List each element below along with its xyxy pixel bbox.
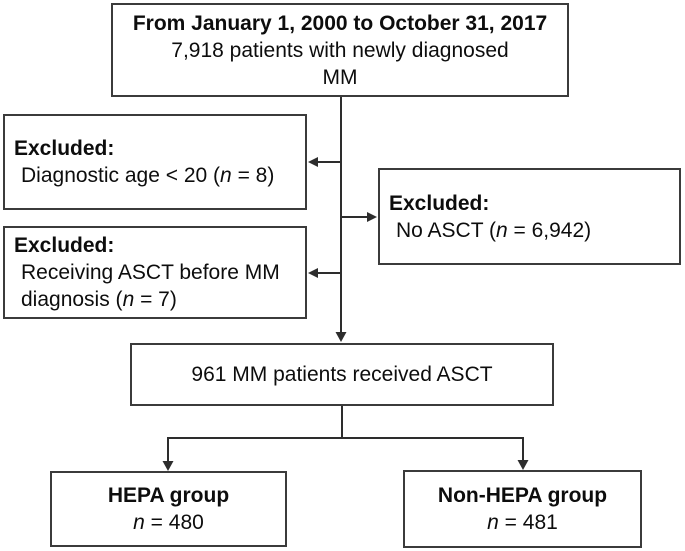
- excluded-prior-prefix: Receiving ASCT before MM diagnosis (: [21, 261, 286, 311]
- excluded-age-suffix: = 8): [231, 164, 275, 187]
- non-hepa-group-title: Non-HEPA group: [437, 484, 608, 507]
- excluded-no-asct-title: Excluded:: [389, 191, 490, 215]
- hepa-group-box: HEPA group n = 480: [50, 471, 287, 547]
- cohort-count-text: 7,918 patients with newly diagnosed: [171, 38, 509, 62]
- arrowhead-down-asct: [335, 332, 347, 342]
- excluded-no-asct-prefix: No ASCT (: [396, 218, 496, 242]
- arrowhead-down-hepa: [162, 461, 174, 471]
- cohort-box: From January 1, 2000 to October 31, 2017…: [111, 3, 569, 97]
- excluded-age-title: Excluded:: [14, 137, 115, 160]
- connector-main-vertical: [335, 97, 347, 342]
- hepa-n: n: [133, 511, 145, 534]
- non-hepa-group-count: n = 481: [487, 509, 558, 536]
- asct-recipients-box: 961 MM patients received ASCT: [130, 343, 554, 406]
- non-hepa-group-box: Non-HEPA group n = 481: [403, 470, 642, 548]
- connector-excluded-age: [308, 157, 341, 167]
- non-hepa-n: n: [487, 511, 499, 534]
- hepa-group-title: HEPA group: [107, 484, 230, 507]
- connector-excluded-prior-asct: [308, 268, 341, 278]
- hepa-group-count: n = 480: [133, 509, 204, 536]
- asct-recipients-text: 961 MM patients received ASCT: [191, 363, 493, 386]
- excluded-no-asct-detail: No ASCT (n = 6,942): [389, 217, 591, 244]
- excluded-age-prefix: Diagnostic age < 20 (: [21, 164, 221, 187]
- connector-excluded-no-asct: [341, 212, 377, 222]
- excluded-prior-detail: Receiving ASCT before MM diagnosis (n = …: [14, 259, 299, 313]
- connector-group-split: [162, 406, 529, 471]
- cohort-period-text: From January 1, 2000 to October 31, 2017: [132, 11, 548, 35]
- arrowhead-left-prior: [308, 268, 318, 278]
- cohort-disease-text: MM: [322, 65, 358, 89]
- excluded-age-box: Excluded: Diagnostic age < 20 (n = 8): [3, 114, 307, 210]
- excluded-prior-title: Excluded:: [14, 234, 115, 257]
- excluded-prior-asct-box: Excluded: Receiving ASCT before MM diagn…: [3, 226, 307, 319]
- excluded-no-asct-box: Excluded: No ASCT (n = 6,942): [378, 168, 681, 265]
- excluded-no-asct-n: n: [495, 218, 508, 242]
- arrowhead-down-non-hepa: [517, 460, 529, 470]
- arrowhead-left-age: [308, 157, 318, 167]
- excluded-prior-suffix: = 7): [134, 288, 177, 311]
- hepa-count-suffix: = 480: [144, 511, 204, 534]
- excluded-age-n: n: [220, 164, 232, 187]
- non-hepa-count-suffix: = 481: [498, 511, 558, 534]
- excluded-age-detail: Diagnostic age < 20 (n = 8): [14, 162, 274, 189]
- arrowhead-right-no-asct: [367, 212, 377, 222]
- excluded-no-asct-suffix: = 6,942): [507, 218, 592, 242]
- excluded-prior-n: n: [122, 288, 135, 311]
